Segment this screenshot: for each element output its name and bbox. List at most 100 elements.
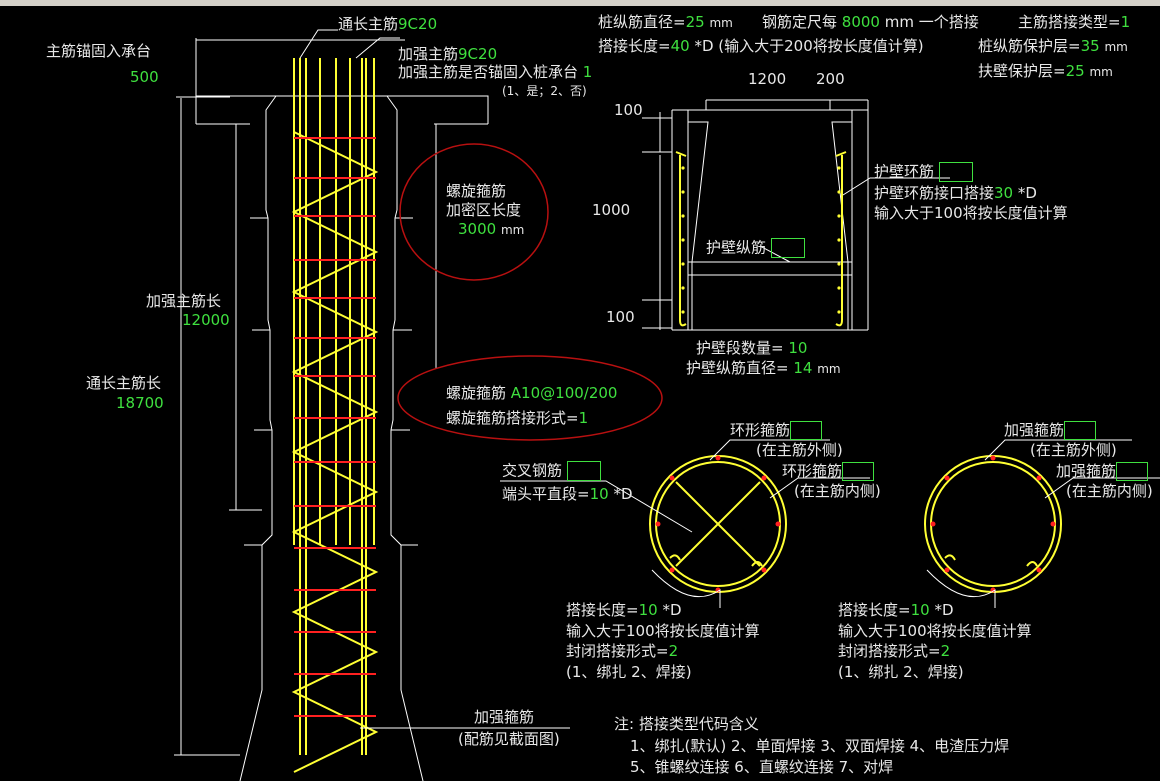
- wall-cover-unit: mm: [1089, 65, 1113, 79]
- reinforce-anchor-options: (1、是；2、否): [502, 84, 587, 98]
- lap-len-value[interactable]: 40: [670, 37, 690, 55]
- cover-value[interactable]: 35: [1080, 37, 1100, 55]
- wall-cover: 扶壁保护层=25 mm: [978, 64, 1113, 79]
- cross-bar-spec: 交叉钢筋: [502, 461, 601, 481]
- sec2-main-bar: [930, 521, 936, 527]
- notes-title: 注: 搭接类型代码含义: [614, 715, 759, 733]
- sec2-main-bar: [944, 475, 950, 481]
- sec2-inner-ring: [930, 461, 1056, 587]
- pile-left-outline: [239, 95, 277, 781]
- wall-ring-dot: [681, 214, 685, 218]
- cross-label: 交叉钢筋: [502, 461, 563, 480]
- full-len-label: 通长主筋长: [86, 374, 162, 392]
- ring-lap-unit: *D: [1017, 184, 1037, 202]
- dia-unit: mm: [709, 16, 733, 30]
- spiral-lap-spec: 螺旋箍筋搭接形式=1: [446, 411, 588, 426]
- ring-inner-input[interactable]: [842, 462, 875, 481]
- sec2-outer-input[interactable]: [1064, 421, 1097, 440]
- wall-ring-dot: [681, 190, 685, 194]
- main-bar-leader: [299, 29, 338, 59]
- spiral-dense-label-2: 加密区长度: [446, 201, 522, 219]
- wall-dim-100-bottom: 100: [606, 308, 635, 326]
- reinforce-anchor-spec: 加强主筋是否锚固入桩承台 1: [398, 65, 592, 80]
- wall-dim-200: 200: [816, 70, 845, 88]
- ring-input[interactable]: [938, 162, 973, 182]
- lap-type-value[interactable]: 1: [1120, 13, 1131, 31]
- sec1-lap-leader: [651, 569, 721, 608]
- segment-count-value[interactable]: 10: [788, 339, 808, 357]
- sec2-lap-leader: [926, 569, 996, 608]
- long-bar-diameter: 护壁纵筋直径= 14 mm: [686, 361, 841, 376]
- wall-ring-dot: [837, 310, 841, 314]
- pile-bar-cover: 桩纵筋保护层=35 mm: [978, 39, 1128, 54]
- long-dia-value[interactable]: 14: [793, 359, 813, 377]
- dia-value[interactable]: 25: [685, 13, 705, 31]
- spiral-label: 螺旋箍筋: [446, 384, 507, 402]
- sec1-close-label: 封闭搭接形式=: [566, 642, 669, 660]
- wall-ring-dot: [837, 286, 841, 290]
- long-dia-label: 护壁纵筋直径=: [686, 359, 789, 377]
- reinforce-len-value[interactable]: 12000: [182, 311, 230, 329]
- long-bar-input[interactable]: [770, 238, 805, 258]
- pile-cap: [195, 95, 489, 124]
- ring-outer-input[interactable]: [790, 421, 823, 440]
- sec2-close-spec: 封闭搭接形式=2: [838, 644, 950, 659]
- sec1-close-spec: 封闭搭接形式=2: [566, 644, 678, 659]
- reinforce-stirrup-note: (配筋见截面图): [458, 730, 560, 748]
- bar-stock-length: 钢筋定尺每 8000 mm 一个搭接: [762, 15, 979, 30]
- spiral-stirrup: [291, 131, 379, 773]
- end-unit: *D: [613, 485, 633, 503]
- wall-cover-value[interactable]: 25: [1065, 62, 1085, 80]
- sec2-inner-spec: 加强箍筋: [1056, 462, 1149, 481]
- sec1-cross-leader: [500, 480, 693, 533]
- sec1-close-value[interactable]: 2: [668, 642, 679, 660]
- full-main-value[interactable]: 9C20: [398, 15, 438, 33]
- sec2-inner-input[interactable]: [1116, 462, 1149, 481]
- reinforce-anchor-label: 加强主筋是否锚固入桩承台: [398, 63, 579, 81]
- main-anchor-value[interactable]: 500: [130, 68, 159, 86]
- sec1-main-bar: [715, 587, 721, 593]
- cross-bar-input[interactable]: [566, 461, 601, 481]
- sec1-lap-spec: 搭接长度=10 *D: [566, 603, 682, 618]
- sec2-close-label: 封闭搭接形式=: [838, 642, 941, 660]
- len-unit: mm 一个搭接: [884, 13, 979, 31]
- wall-ring-dot: [681, 310, 685, 314]
- notes-line-2: 5、锥螺纹连接 6、直螺纹连接 7、对焊: [630, 758, 894, 776]
- end-label: 端头平直段=: [502, 485, 590, 503]
- spiral-dense-value[interactable]: 3000: [458, 220, 497, 238]
- ring-lap-value[interactable]: 30: [994, 184, 1014, 202]
- sec1-main-bar: [775, 521, 781, 527]
- sec2-lap-value[interactable]: 10: [910, 601, 930, 619]
- sec2-outer-label: 加强箍筋: [1004, 421, 1065, 439]
- full-len-value[interactable]: 18700: [116, 394, 164, 412]
- spiral-value[interactable]: A10@100/200: [510, 384, 618, 402]
- reinforce-main-value[interactable]: 9C20: [458, 45, 498, 63]
- sec2-close-value[interactable]: 2: [940, 642, 951, 660]
- sec1-main-bar: [761, 567, 767, 573]
- spiral-lap-value[interactable]: 1: [578, 409, 589, 427]
- spiral-dense-unit: mm: [500, 223, 525, 237]
- sec1-lap-value[interactable]: 10: [638, 601, 658, 619]
- cover-unit: mm: [1104, 40, 1128, 54]
- dia-label: 桩纵筋直径=: [598, 13, 686, 31]
- main-lap-type: 主筋搭接类型=1: [1018, 15, 1130, 30]
- pile-right-ledges: [391, 217, 418, 546]
- pile-right-outline: [386, 95, 424, 781]
- len-value[interactable]: 8000: [841, 13, 880, 31]
- sec2-lap-unit: *D: [934, 601, 954, 619]
- sec1-main-bar: [669, 567, 675, 573]
- ring-bar-spec: 护壁环筋: [874, 162, 973, 182]
- sec2-main-bar: [990, 587, 996, 593]
- lap-len-label: 搭接长度=: [598, 37, 671, 55]
- pile-left-ledges: [244, 217, 272, 546]
- ring-inner-label: 环形箍筋: [782, 462, 843, 480]
- wall-ring-dot: [681, 166, 685, 170]
- spiral-stirrup-spec: 螺旋箍筋 A10@100/200: [446, 386, 617, 401]
- full-main-label: 通长主筋: [338, 15, 399, 33]
- end-value[interactable]: 10: [589, 485, 609, 503]
- sec1-main-bar: [761, 475, 767, 481]
- ring-label: 护壁环筋: [874, 162, 935, 181]
- reinforce-anchor-value[interactable]: 1: [582, 63, 593, 81]
- ring-outer-label: 环形箍筋: [730, 421, 791, 439]
